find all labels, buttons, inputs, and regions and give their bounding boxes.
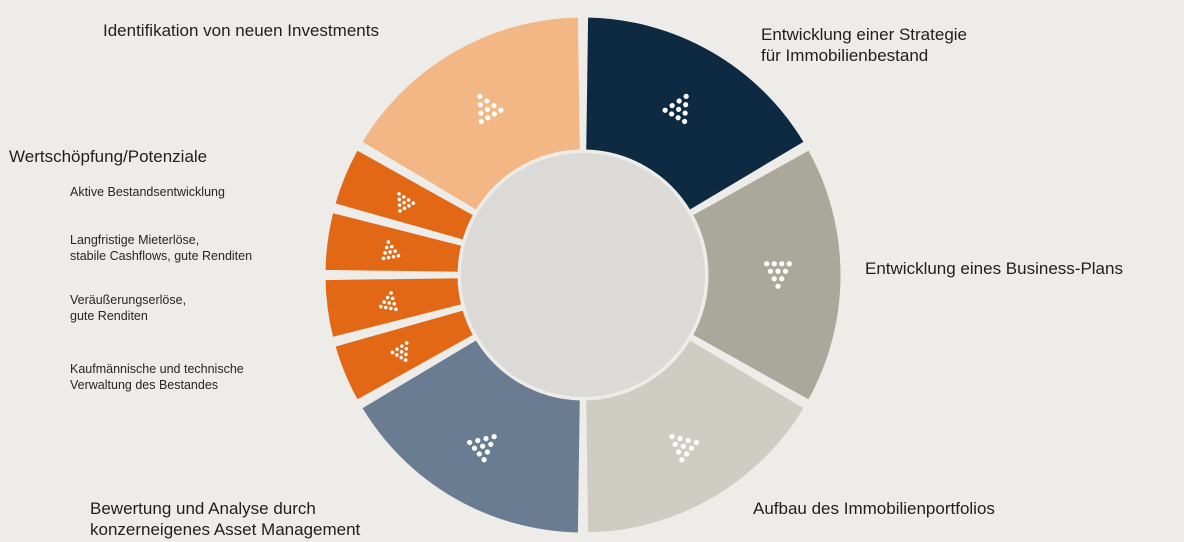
sub-label-bestandsentwicklung: Aktive Bestandsentwicklung — [70, 185, 225, 199]
dot-triangle-icon — [477, 93, 504, 125]
segment-identifikation — [358, 14, 583, 214]
center-circle — [461, 153, 705, 397]
label-business: Entwicklung eines Business-Plans — [865, 259, 1123, 278]
label-strategie: Entwicklung einer Strategie für Immobili… — [761, 25, 968, 65]
dot-triangle-icon — [669, 434, 699, 463]
label-wertschoepfung: Wertschöpfung/Potenziale — [9, 147, 208, 166]
sub-label-verwaltung: Kaufmännische und technische Verwaltung … — [70, 362, 244, 392]
segment-portfolio — [583, 336, 808, 536]
dot-triangle-icon — [397, 191, 416, 213]
dot-triangle-icon — [379, 291, 398, 312]
dot-triangle-icon — [381, 240, 401, 261]
segment-bewertung — [358, 336, 583, 536]
segment-wertschoepfung-2 — [322, 275, 465, 341]
dot-triangle-icon — [764, 261, 792, 289]
segment-wertschoepfung-1 — [331, 306, 477, 404]
dot-triangle-icon — [662, 93, 689, 125]
segment-strategie — [583, 14, 808, 214]
sub-label-mieterloese: Langfristige Mieterlöse, stabile Cashflo… — [70, 233, 253, 263]
segment-wertschoepfung-3 — [322, 209, 465, 275]
dot-triangle-icon — [467, 434, 497, 463]
dot-triangle-icon — [390, 341, 409, 362]
label-portfolio: Aufbau des Immobilienportfolios — [753, 499, 995, 518]
label-bewertung: Bewertung und Analyse durch konzerneigen… — [90, 499, 361, 539]
label-identifikation: Identifikation von neuen Investments — [103, 21, 379, 40]
segment-business — [689, 146, 844, 404]
sub-label-veraeusserung: Veräußerungserlöse, gute Renditen — [70, 293, 187, 323]
segment-wertschoepfung-4 — [331, 146, 477, 244]
